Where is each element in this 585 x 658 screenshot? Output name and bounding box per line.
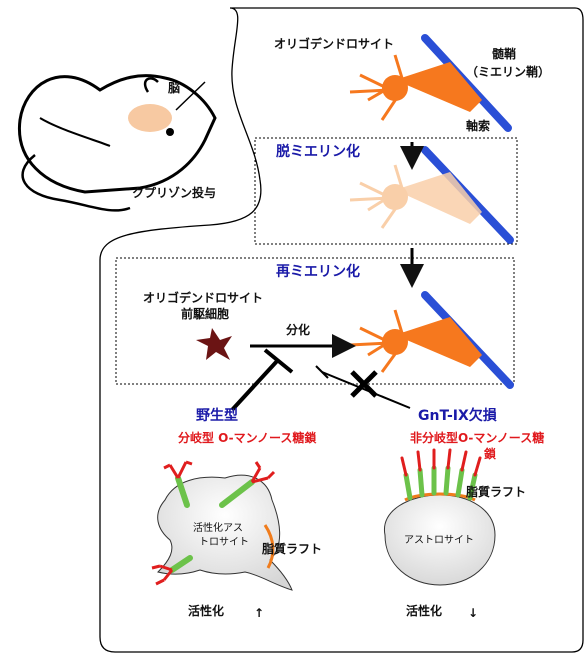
label-branched-glycan: 分岐型 O-マンノース糖鎖 <box>178 430 317 445</box>
label-differentiation: 分化 <box>286 322 310 337</box>
myelin-sheath-faded <box>395 172 482 224</box>
astrocyte-body <box>384 494 496 586</box>
mouse-eye <box>166 128 174 136</box>
glycan-branch-1 <box>163 460 193 479</box>
label-activation-down: 活性化 <box>406 603 442 618</box>
label-lipid-raft-left: 脂質ラフト <box>261 541 322 556</box>
mouse-tail <box>21 154 131 212</box>
mouse-ear <box>143 77 159 93</box>
mouse-brain <box>128 104 172 132</box>
label-opc-line2: 前駆細胞 <box>181 306 229 321</box>
oligo-processes-top <box>349 54 404 121</box>
inhibition-bar-gntix <box>315 365 329 379</box>
label-cuprizone: クプリゾン投与 <box>132 185 216 200</box>
label-active-astro-line2: トロサイト <box>199 536 249 548</box>
arrow-up-icon: ↑ <box>254 606 264 620</box>
label-activation-up: 活性化 <box>188 603 224 618</box>
myelin-sheath-top <box>395 62 482 112</box>
inhibition-line-wildtype <box>230 358 280 412</box>
label-wild-type: 野生型 <box>196 407 238 424</box>
unbranched-glycans <box>400 448 482 501</box>
label-brain: 脳 <box>168 80 180 95</box>
glycan-stem-2 <box>219 479 255 508</box>
resting-astrocyte <box>384 448 496 586</box>
inhibition-bar-wildtype <box>263 348 294 374</box>
glycan-stem-1 <box>175 475 190 508</box>
activated-astrocyte <box>151 460 293 591</box>
label-unbranched-glycan-line2: 鎖 <box>484 446 497 461</box>
label-astrocyte: アストロサイト <box>404 534 474 546</box>
opc-cell <box>196 328 232 360</box>
oligodendrocyte-remyelinated <box>349 291 514 389</box>
glycan-branch-3 <box>151 564 174 586</box>
oligo-soma-top <box>382 75 408 101</box>
glycan-stem-3 <box>169 555 193 573</box>
myelin-sheath-remyelinated <box>395 317 482 367</box>
label-active-astro-line1: 活性化アス <box>193 521 243 534</box>
label-myelin-sheath-paren: （ミエリン鞘） <box>466 64 550 79</box>
oligo-soma-faded <box>382 184 408 210</box>
activated-astrocyte-body <box>157 474 293 591</box>
oligo-soma-remyelinated <box>382 329 408 355</box>
label-oligodendrocyte: オリゴデンドロサイト <box>274 36 394 51</box>
glycan-branch-2 <box>250 461 276 484</box>
arrow-down-icon: ↓ <box>468 606 478 620</box>
mouse-leg-line <box>39 117 111 147</box>
mouse-illustration <box>17 74 217 212</box>
label-unbranched-glycan-line1: 非分岐型O-マンノース糖 <box>410 430 544 445</box>
mouse-body <box>17 74 217 194</box>
label-lipid-raft-right: 脂質ラフト <box>465 484 526 499</box>
oligo-processes-remyelinated <box>349 309 404 373</box>
oligodendrocyte-top <box>349 34 512 132</box>
remyelination-box <box>115 257 515 385</box>
label-myelin-sheath: 髄鞘 <box>492 46 516 61</box>
brain-pointer-line <box>175 81 206 111</box>
oligo-processes-faded <box>349 164 404 229</box>
inhibition-line-gntix <box>321 371 411 409</box>
label-opc-line1: オリゴデンドロサイト <box>143 290 263 305</box>
oligodendrocyte-demyelinated <box>349 146 514 244</box>
brain-region-outline <box>99 7 584 653</box>
label-gnt-ix-deficient: GnT-IX欠損 <box>418 407 498 424</box>
label-axon: 軸索 <box>466 118 490 133</box>
label-demyelination: 脱ミエリン化 <box>276 143 360 160</box>
lipid-raft-left <box>263 524 275 569</box>
blocked-x-mark <box>350 370 378 398</box>
label-remyelination: 再ミエリン化 <box>276 263 360 280</box>
